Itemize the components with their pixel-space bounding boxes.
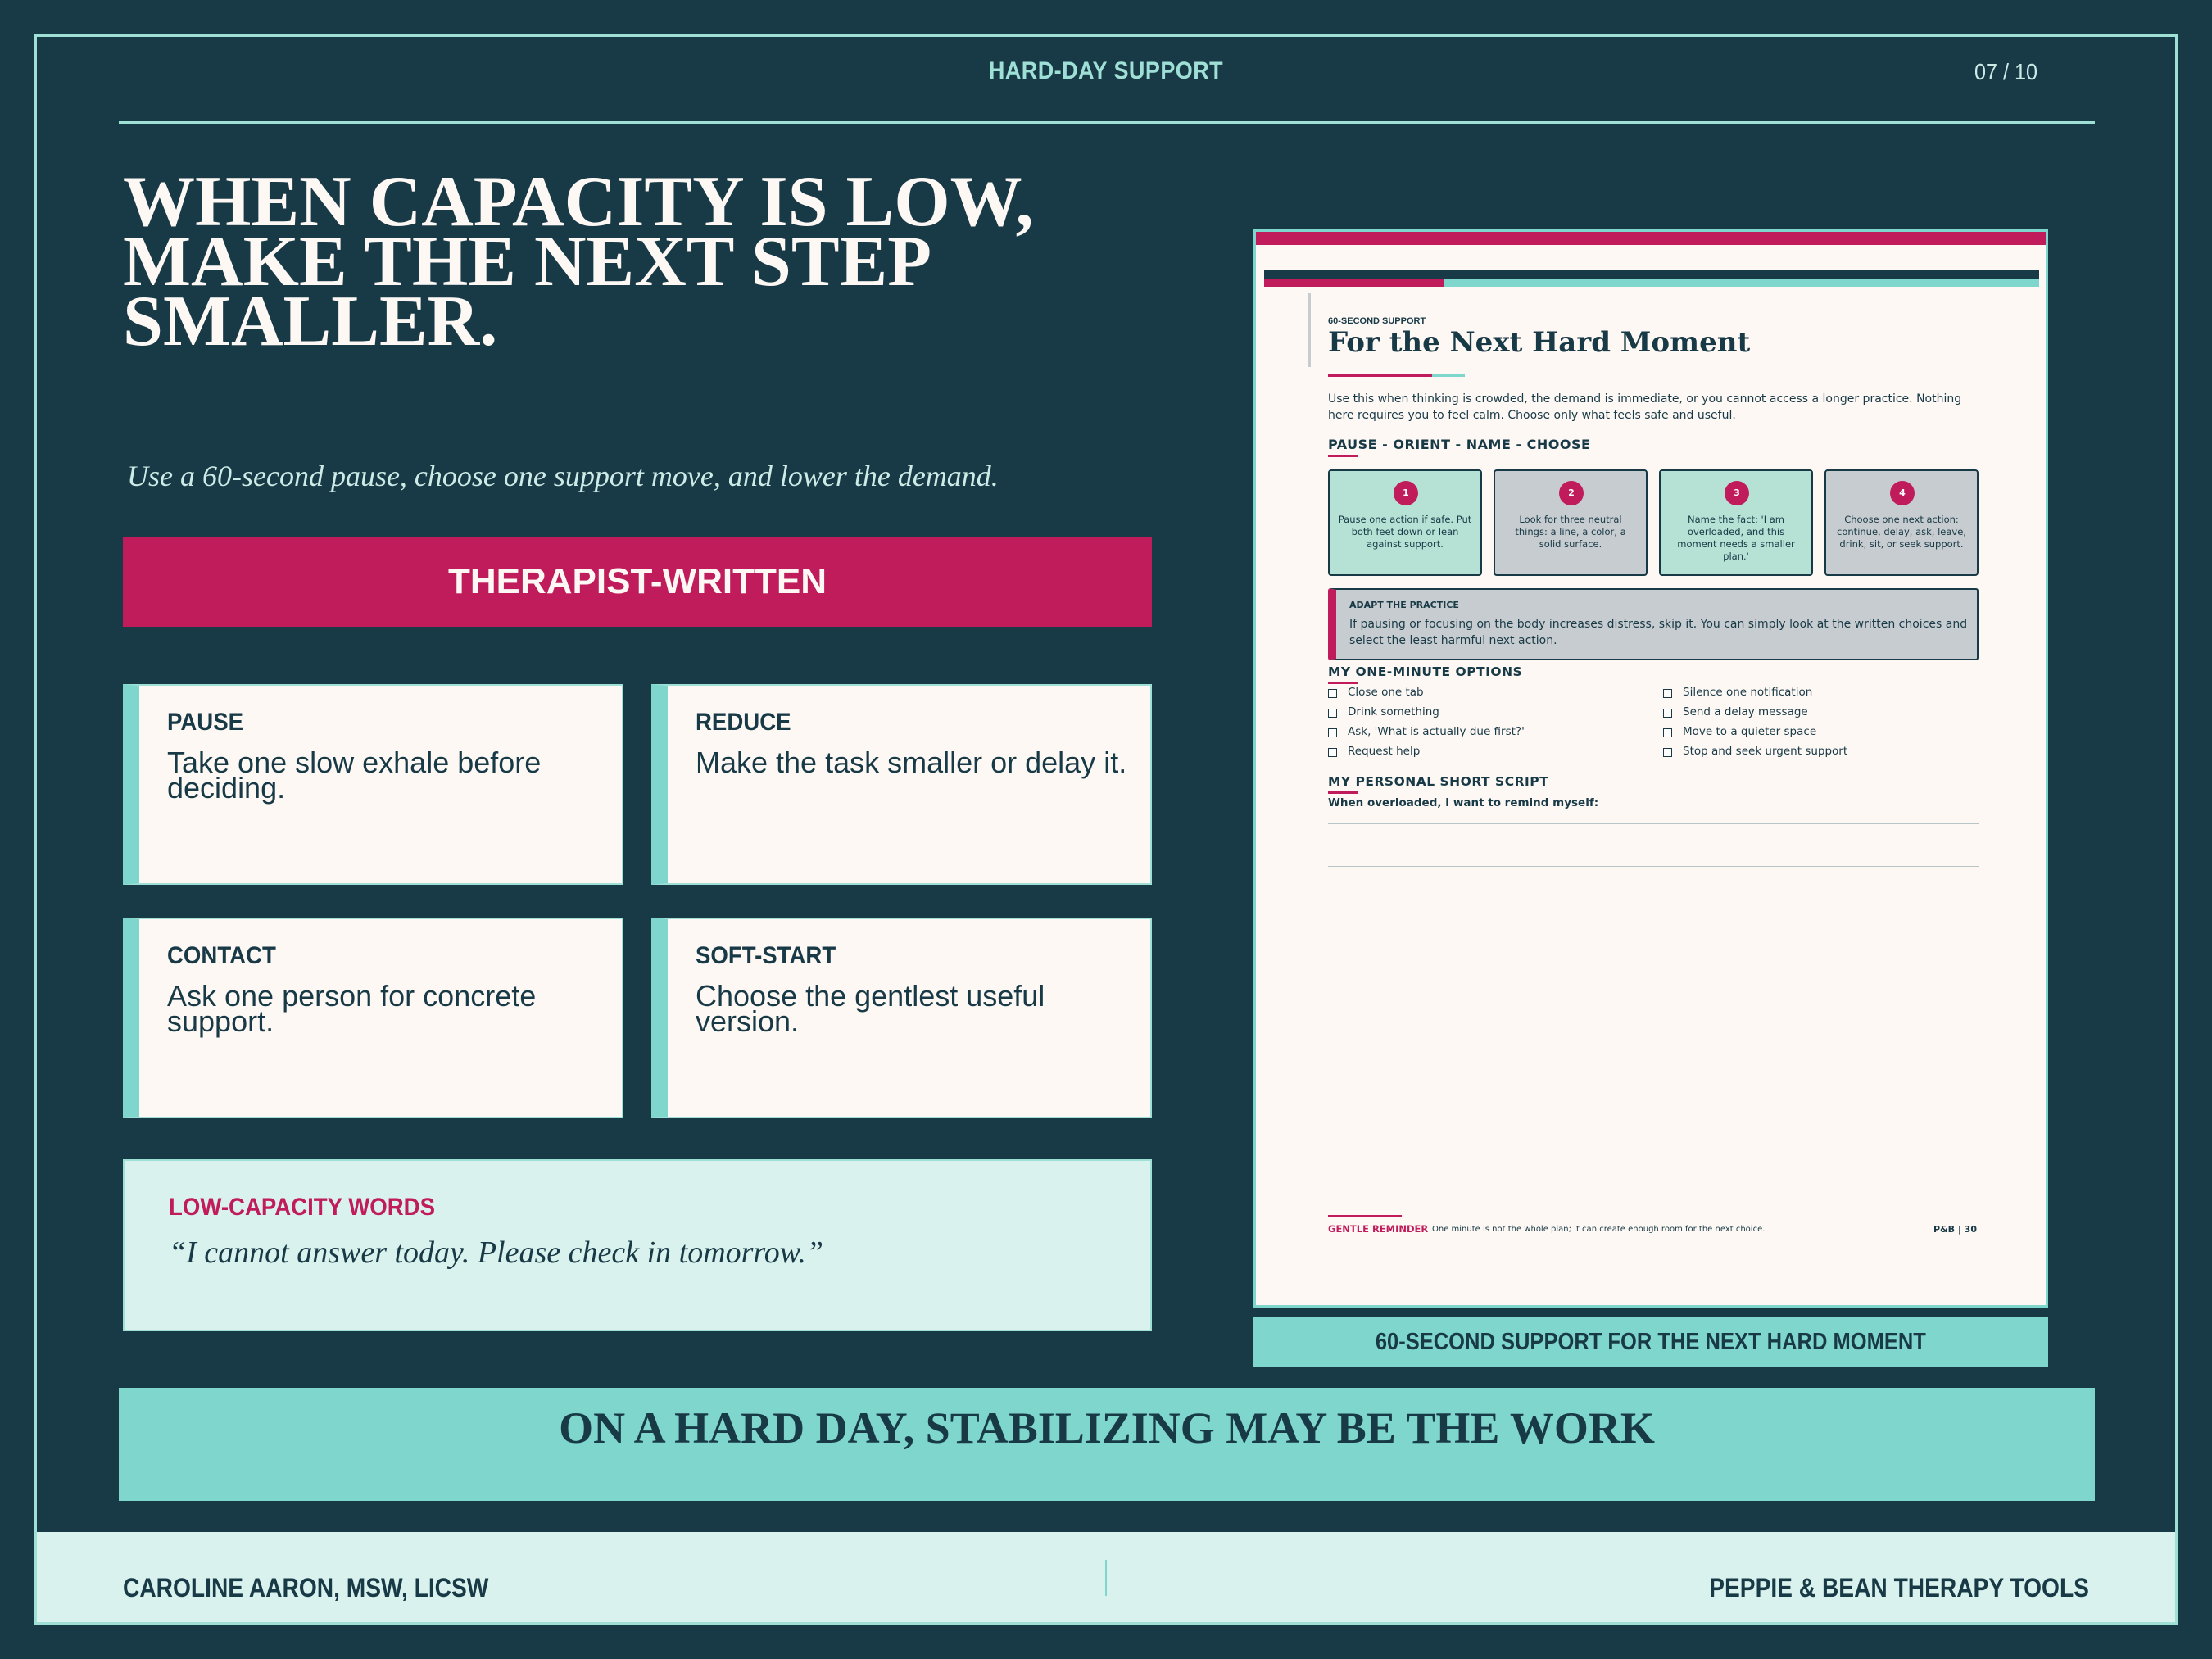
- checkbox[interactable]: [1328, 709, 1337, 718]
- section-underline: [1328, 682, 1358, 684]
- option-item[interactable]: Ask, 'What is actually due first?': [1328, 725, 1525, 738]
- title-underline: [1328, 374, 1432, 377]
- headline: WHEN CAPACITY IS LOW, MAKE THE NEXT STEP…: [123, 162, 1188, 361]
- step-number: 3: [1725, 481, 1749, 505]
- script-heading: MY PERSONAL SHORT SCRIPT: [1328, 774, 1549, 789]
- card-title: PAUSE: [167, 709, 244, 736]
- checkbox[interactable]: [1663, 748, 1672, 757]
- card-body: Ask one person for concrete support.: [167, 979, 537, 1038]
- headline-line-2: MAKE THE NEXT STEP: [123, 222, 931, 301]
- header-bar: [1264, 270, 2039, 279]
- option-item[interactable]: Drink something: [1328, 705, 1439, 718]
- gentle-reminder-label: GENTLE REMINDER: [1328, 1223, 1429, 1235]
- header-divider: [119, 121, 2095, 124]
- slide-footer: CAROLINE AARON, MSW, LICSW PEPPIE & BEAN…: [37, 1532, 2175, 1622]
- steps-heading: PAUSE - ORIENT - NAME - CHOOSE: [1328, 437, 1591, 452]
- option-item[interactable]: Stop and seek urgent support: [1663, 745, 1847, 758]
- title-side-rule: [1308, 293, 1311, 367]
- author-credit: CAROLINE AARON, MSW, LICSW: [123, 1573, 489, 1602]
- card-title: CONTACT: [167, 942, 276, 969]
- card-title: SOFT-START: [696, 942, 836, 969]
- card-reduce: REDUCE Make the task smaller or delay it…: [651, 684, 1152, 885]
- writing-line[interactable]: [1328, 823, 1979, 824]
- adapt-practice-callout: ADAPT THE PRACTICE If pausing or focusin…: [1328, 588, 1979, 660]
- checkbox[interactable]: [1663, 709, 1672, 718]
- title-underline-teal: [1432, 374, 1465, 377]
- card-body: Make the task smaller or delay it.: [696, 746, 1127, 779]
- options-heading: MY ONE-MINUTE OPTIONS: [1328, 664, 1523, 679]
- checkbox[interactable]: [1328, 748, 1337, 757]
- step-card-2: 2 Look for three neutral things: a line,…: [1494, 469, 1648, 576]
- worksheet-page-number: P&B | 30: [1933, 1224, 1977, 1235]
- page-indicator: 07 / 10: [1974, 59, 2038, 84]
- step-text: Choose one next action: continue, delay,…: [1837, 514, 1966, 550]
- adapt-body: If pausing or focusing on the body incre…: [1349, 618, 1968, 647]
- step-number: 4: [1890, 481, 1915, 505]
- low-capacity-quote: “I cannot answer today. Please check in …: [169, 1235, 823, 1270]
- checkbox[interactable]: [1328, 728, 1337, 737]
- card-body: Choose the gentlest useful version.: [696, 979, 1045, 1038]
- option-item[interactable]: Move to a quieter space: [1663, 725, 1816, 738]
- card-soft-start: SOFT-START Choose the gentlest useful ve…: [651, 918, 1152, 1118]
- adapt-title: ADAPT THE PRACTICE: [1349, 600, 1459, 610]
- therapist-written-banner: THERAPIST-WRITTEN: [123, 537, 1152, 627]
- section-underline: [1328, 455, 1358, 457]
- step-card-3: 3 Name the fact: 'I am overloaded, and t…: [1659, 469, 1813, 576]
- section-underline: [1328, 791, 1358, 794]
- step-number: 1: [1394, 481, 1418, 505]
- brand-credit: PEPPIE & BEAN THERAPY TOOLS: [1709, 1573, 2089, 1602]
- worksheet-title: For the Next Hard Moment: [1328, 326, 1751, 359]
- card-body: Take one slow exhale before deciding.: [167, 746, 542, 805]
- step-card-1: 1 Pause one action if safe. Put both fee…: [1328, 469, 1482, 576]
- worksheet-caption: 60-SECOND SUPPORT FOR THE NEXT HARD MOME…: [1253, 1317, 2048, 1367]
- checkbox[interactable]: [1663, 728, 1672, 737]
- card-title: REDUCE: [696, 709, 791, 736]
- worksheet-kicker: 60-SECOND SUPPORT: [1328, 316, 1426, 326]
- low-capacity-words-box: LOW-CAPACITY WORDS “I cannot answer toda…: [123, 1159, 1152, 1331]
- header-bar-teal: [1444, 279, 2039, 287]
- option-item[interactable]: Silence one notification: [1663, 686, 1812, 699]
- bottom-message: ON A HARD DAY, STABILIZING MAY BE THE WO…: [559, 1403, 1655, 1453]
- slide-frame: [34, 34, 2178, 1625]
- checkbox[interactable]: [1663, 689, 1672, 698]
- script-prompt: When overloaded, I want to remind myself…: [1328, 796, 1599, 809]
- card-contact: CONTACT Ask one person for concrete supp…: [123, 918, 623, 1118]
- option-item[interactable]: Close one tab: [1328, 686, 1424, 699]
- checkbox[interactable]: [1328, 689, 1337, 698]
- step-number: 2: [1559, 481, 1584, 505]
- footer-divider: [1105, 1560, 1107, 1596]
- step-text: Pause one action if safe. Put both feet …: [1338, 514, 1472, 550]
- header-title: HARD-DAY SUPPORT: [988, 57, 1224, 84]
- gentle-reminder-text: One minute is not the whole plan; it can…: [1432, 1225, 1766, 1234]
- headline-line-1: WHEN CAPACITY IS LOW,: [123, 162, 1034, 242]
- option-item[interactable]: Request help: [1328, 745, 1420, 758]
- subtitle: Use a 60-second pause, choose one suppor…: [127, 460, 999, 492]
- header-bar-accent: [1264, 279, 1444, 287]
- bottom-message-band: ON A HARD DAY, STABILIZING MAY BE THE WO…: [119, 1388, 2095, 1501]
- worksheet-top-bar: [1256, 232, 2046, 245]
- low-capacity-title: LOW-CAPACITY WORDS: [169, 1194, 436, 1221]
- worksheet-intro: Use this when thinking is crowded, the d…: [1328, 392, 1962, 422]
- step-card-4: 4 Choose one next action: continue, dela…: [1824, 469, 1979, 576]
- headline-line-3: SMALLER.: [123, 282, 498, 361]
- card-pause: PAUSE Take one slow exhale before decidi…: [123, 684, 623, 885]
- step-text: Name the fact: 'I am overloaded, and thi…: [1677, 514, 1795, 562]
- option-item[interactable]: Send a delay message: [1663, 705, 1808, 718]
- footer-accent: [1328, 1215, 1402, 1217]
- worksheet-preview: 60-SECOND SUPPORT For the Next Hard Mome…: [1253, 229, 2048, 1308]
- writing-line[interactable]: [1328, 866, 1979, 867]
- step-text: Look for three neutral things: a line, a…: [1515, 514, 1626, 550]
